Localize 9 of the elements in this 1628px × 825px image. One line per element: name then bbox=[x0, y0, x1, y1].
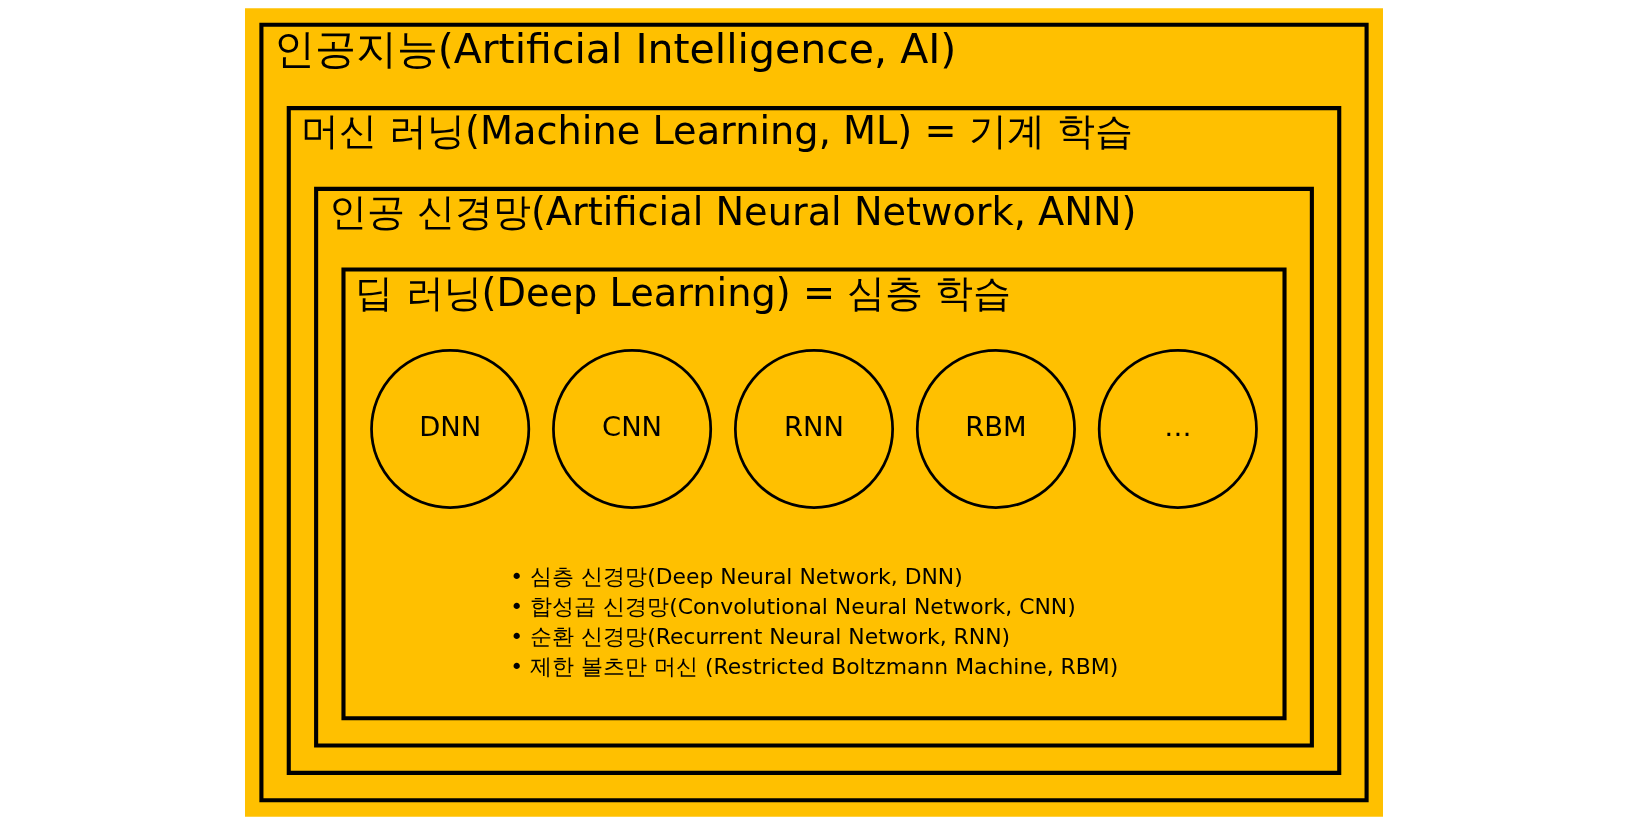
node-circle: … bbox=[1097, 348, 1258, 509]
node-circle: DNN bbox=[370, 348, 531, 509]
node-circle: CNN bbox=[552, 348, 713, 509]
node-circle: RNN bbox=[734, 348, 894, 509]
label: • 제한 볼츠만 머신 (Restricted Boltzmann Machine, RBM) bbox=[510, 654, 1119, 680]
label: • 합성곱 신경망(Convolutional Neural Network, CNN) bbox=[510, 593, 1076, 619]
node-circle: RBM bbox=[915, 348, 1076, 509]
label: • 순환 신경망(Recurrent Neural Network, RNN) bbox=[510, 624, 1011, 650]
label: • 심층 신경망(Deep Neural Network, DNN) bbox=[510, 563, 963, 589]
